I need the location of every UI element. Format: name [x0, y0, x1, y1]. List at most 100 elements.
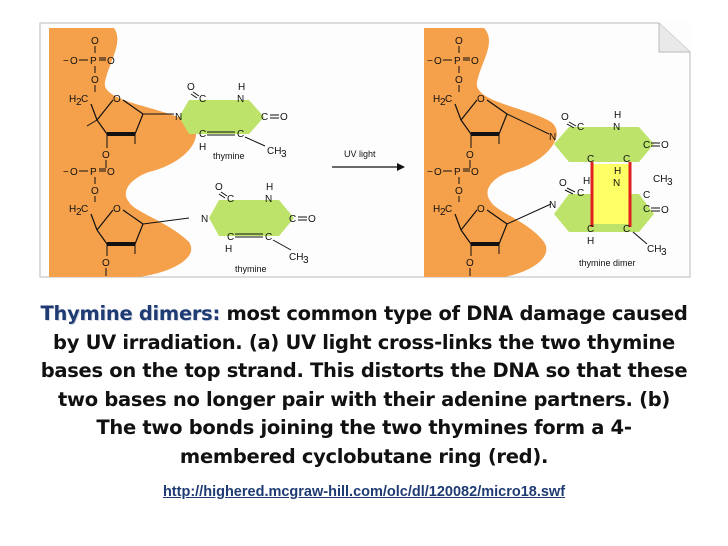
label-uv-light: UV light	[344, 149, 376, 159]
svg-text:N: N	[613, 178, 620, 189]
svg-text:H: H	[433, 94, 440, 105]
svg-text:O: O	[661, 140, 669, 151]
svg-text:O: O	[187, 82, 195, 93]
label-thymine-top: thymine	[213, 151, 245, 161]
svg-text:H: H	[583, 176, 590, 187]
svg-text:H: H	[614, 166, 621, 177]
svg-text:O: O	[471, 56, 479, 67]
cyclobutane-ring	[592, 164, 630, 224]
svg-text:C: C	[227, 194, 234, 205]
svg-text:3: 3	[303, 255, 309, 266]
frame-border	[39, 22, 691, 278]
svg-text:C: C	[587, 224, 594, 235]
svg-text:O: O	[559, 178, 567, 189]
svg-text:O: O	[561, 112, 569, 123]
svg-text:H: H	[614, 110, 621, 121]
svg-text:N: N	[175, 112, 182, 123]
svg-text:H: H	[69, 94, 76, 105]
caption-body: most common type of DNA damage caused by…	[40, 302, 688, 468]
svg-text:O: O	[107, 167, 115, 178]
svg-text:O: O	[280, 112, 288, 123]
right-panel: O − O P O O H 2 C O O N C O N H C	[424, 28, 673, 277]
svg-text:−: −	[427, 56, 433, 67]
svg-text:O: O	[466, 258, 474, 269]
svg-text:−: −	[63, 167, 69, 178]
svg-text:P: P	[454, 56, 461, 67]
svg-text:C: C	[587, 154, 594, 165]
svg-text:CH: CH	[653, 174, 667, 185]
thymine-base-bottom	[209, 200, 294, 236]
svg-text:O: O	[107, 56, 115, 67]
svg-text:H: H	[199, 142, 206, 153]
svg-text:O: O	[434, 167, 442, 178]
svg-text:−: −	[63, 56, 69, 67]
backbone-ribbon-right	[424, 28, 557, 277]
svg-text:O: O	[70, 167, 78, 178]
svg-text:2: 2	[440, 207, 446, 218]
svg-text:H: H	[69, 204, 76, 215]
svg-text:O: O	[113, 204, 121, 215]
svg-text:C: C	[643, 204, 650, 215]
svg-text:C: C	[265, 232, 272, 243]
svg-text:C: C	[445, 94, 452, 105]
svg-text:C: C	[199, 129, 206, 140]
svg-text:O: O	[91, 75, 99, 86]
svg-text:C: C	[577, 188, 584, 199]
svg-text:N: N	[549, 200, 556, 211]
svg-text:N: N	[201, 214, 208, 225]
svg-text:2: 2	[440, 97, 446, 108]
svg-text:2: 2	[76, 97, 82, 108]
label-thymine-dimer: thymine dimer	[579, 258, 636, 268]
svg-text:C: C	[623, 154, 630, 165]
svg-text:H: H	[587, 236, 594, 247]
svg-text:O: O	[471, 167, 479, 178]
svg-text:CH: CH	[267, 146, 281, 157]
svg-text:3: 3	[667, 177, 673, 188]
svg-text:O: O	[477, 94, 485, 105]
svg-text:3: 3	[281, 149, 287, 160]
svg-text:C: C	[237, 129, 244, 140]
svg-text:CH: CH	[289, 252, 303, 263]
svg-text:H: H	[433, 204, 440, 215]
svg-text:C: C	[643, 140, 650, 151]
svg-text:O: O	[455, 36, 463, 47]
source-link[interactable]: http://highered.mcgraw-hill.com/olc/dl/1…	[162, 484, 566, 500]
svg-text:C: C	[227, 232, 234, 243]
svg-text:O: O	[434, 56, 442, 67]
svg-text:O: O	[102, 150, 110, 161]
frame-fold	[658, 23, 690, 53]
atom-o: O	[91, 36, 99, 47]
svg-text:O: O	[477, 204, 485, 215]
svg-text:P: P	[454, 167, 461, 178]
thymine-dimer-diagram: O − O P O O H 2 C O O N C O N H	[39, 22, 691, 278]
svg-text:O: O	[70, 56, 78, 67]
svg-text:O: O	[308, 214, 316, 225]
dimer-base-top	[554, 127, 654, 162]
svg-text:C: C	[577, 122, 584, 133]
svg-text:N: N	[549, 132, 556, 143]
thymine-base-top	[179, 100, 264, 134]
svg-text:C: C	[81, 94, 88, 105]
svg-text:P: P	[90, 56, 97, 67]
svg-text:O: O	[455, 75, 463, 86]
svg-text:P: P	[90, 167, 97, 178]
svg-text:O: O	[215, 182, 223, 193]
svg-text:C: C	[199, 94, 206, 105]
label-thymine-bottom: thymine	[235, 264, 267, 274]
svg-text:O: O	[661, 205, 669, 216]
svg-text:O: O	[113, 94, 121, 105]
svg-text:C: C	[623, 224, 630, 235]
caption-term: Thymine dimers:	[40, 302, 220, 325]
svg-text:O: O	[466, 150, 474, 161]
svg-text:C: C	[445, 204, 452, 215]
svg-text:C: C	[81, 204, 88, 215]
caption: Thymine dimers: most common type of DNA …	[40, 300, 688, 471]
svg-text:O: O	[455, 186, 463, 197]
figure-frame: O − O P O O H 2 C O O N C O N H	[39, 22, 691, 278]
svg-text:C: C	[643, 190, 650, 201]
uv-light-arrow: UV light	[332, 149, 405, 171]
svg-text:H: H	[238, 82, 245, 93]
svg-text:N: N	[613, 122, 620, 133]
svg-text:H: H	[266, 182, 273, 193]
backbone-ribbon-left	[49, 28, 196, 277]
